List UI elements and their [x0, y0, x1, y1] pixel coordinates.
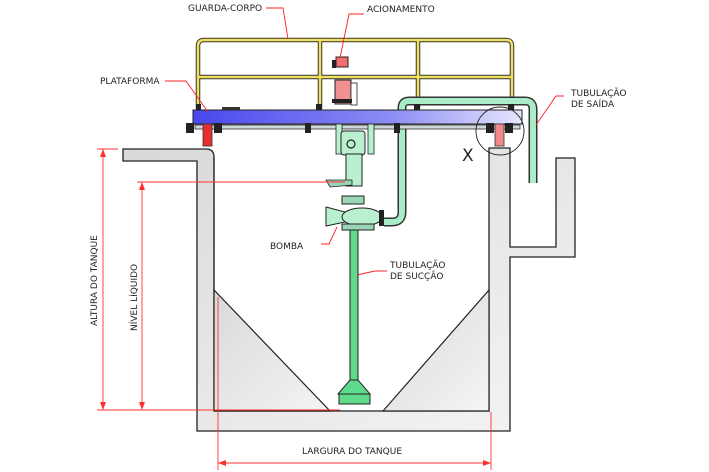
detail-label-x: X	[462, 146, 474, 166]
hopper-right	[381, 288, 490, 412]
suction-pipe	[336, 229, 372, 405]
label-plataforma: PLATAFORMA	[100, 77, 160, 87]
label-guarda-corpo: GUARDA-CORPO	[188, 4, 262, 14]
label-tubulacao-saida-1: TUBULAÇÃO	[570, 88, 626, 99]
label-tubulacao-saida-2: DE SAÍDA	[571, 98, 615, 110]
hopper-left	[213, 288, 332, 412]
dimension-arrows	[100, 149, 491, 466]
platform	[186, 104, 523, 147]
label-tubulacao-succao-1: TUBULAÇÃO	[389, 260, 445, 271]
label-acionamento: ACIONAMENTO	[367, 5, 435, 15]
leader-lines	[165, 7, 564, 276]
guardrail-fill	[196, 38, 514, 110]
outlet-pipe	[384, 96, 538, 227]
detail-circle	[475, 106, 525, 156]
tank	[122, 147, 576, 432]
label-bomba: BOMBA	[270, 242, 304, 252]
label-largura-tanque: LARGURA DO TANQUE	[302, 447, 402, 457]
label-nivel-liquido: NÍVEL LÍQUIDO	[128, 264, 140, 331]
pump	[325, 123, 384, 231]
drive-unit	[332, 56, 358, 106]
label-altura-tanque: ALTURA DO TANQUE	[90, 235, 100, 326]
dimensions	[97, 148, 492, 470]
label-tubulacao-succao-2: DE SUCÇÃO	[390, 271, 443, 282]
